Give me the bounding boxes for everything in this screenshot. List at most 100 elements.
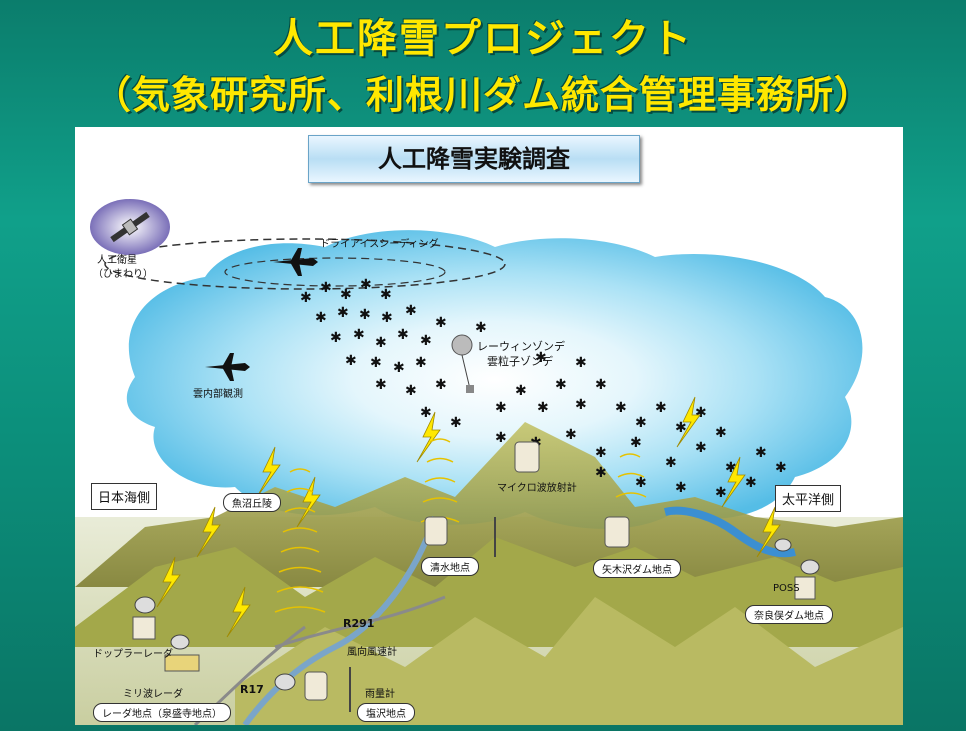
svg-text:✱: ✱ <box>595 445 607 461</box>
rain-gauge-label: 雨量計 <box>365 689 395 700</box>
svg-text:✱: ✱ <box>370 355 382 371</box>
svg-text:✱: ✱ <box>755 445 767 461</box>
svg-text:✱: ✱ <box>435 377 447 393</box>
svg-text:✱: ✱ <box>359 307 371 323</box>
svg-text:✱: ✱ <box>495 400 507 416</box>
title-bar: 人工降雪プロジェクト （気象研究所、利根川ダム統合管理事務所） <box>0 0 966 125</box>
radio-waves <box>274 438 647 613</box>
svg-text:✱: ✱ <box>393 360 405 376</box>
svg-text:✱: ✱ <box>775 460 787 476</box>
svg-text:✱: ✱ <box>595 465 607 481</box>
svg-text:✱: ✱ <box>330 330 342 346</box>
shiozawa-label: 塩沢地点 <box>357 703 415 722</box>
svg-text:✱: ✱ <box>595 377 607 393</box>
radar-dishes <box>134 538 820 691</box>
r291-label: R291 <box>343 617 375 630</box>
snowflakes: ✱✱✱✱ ✱✱✱✱ ✱✱✱✱ ✱✱✱✱ ✱✱✱✱ ✱✱✱✱ ✱✱✱✱ ✱✱✱✱ … <box>300 277 787 501</box>
cloud <box>126 230 863 529</box>
seeding-orbit-inner <box>224 257 446 287</box>
mountain-front <box>75 537 903 647</box>
slide-subtitle: （気象研究所、利根川ダム統合管理事務所） <box>92 73 873 117</box>
svg-text:✱: ✱ <box>405 383 417 399</box>
svg-text:✱: ✱ <box>515 383 527 399</box>
svg-text:✱: ✱ <box>420 405 432 421</box>
svg-text:✱: ✱ <box>380 287 392 303</box>
svg-text:✱: ✱ <box>300 290 312 306</box>
dry-ice-label: ドライアイスシーディング <box>320 239 439 250</box>
svg-text:✱: ✱ <box>555 377 567 393</box>
svg-text:✱: ✱ <box>337 305 349 321</box>
svg-text:✱: ✱ <box>575 397 587 413</box>
radar-site-label: レーダ地点（泉盛寺地点） <box>93 703 231 722</box>
satellite-sub-label: （ひまわり） <box>93 269 153 280</box>
cloud-observation-label: 雲内部観測 <box>193 389 243 400</box>
naramata-label: 奈良俣ダム地点 <box>745 605 833 624</box>
svg-text:✱: ✱ <box>315 310 327 326</box>
airplane-observation-icon <box>205 353 250 381</box>
mountain-low <box>235 597 903 725</box>
svg-text:✱: ✱ <box>565 427 577 443</box>
svg-text:✱: ✱ <box>375 335 387 351</box>
svg-text:✱: ✱ <box>675 420 687 436</box>
svg-text:✱: ✱ <box>360 277 372 293</box>
instrument-buildings <box>132 441 816 701</box>
satellite-label: 人工衛星 <box>97 255 137 266</box>
seeding-orbit <box>104 238 506 290</box>
svg-text:✱: ✱ <box>715 425 727 441</box>
cloud-particle-sonde-label: 雲粒子ゾンデ <box>487 355 553 368</box>
svg-text:✱: ✱ <box>495 430 507 446</box>
shimizu-label: 清水地点 <box>421 557 479 576</box>
svg-text:✱: ✱ <box>435 315 447 331</box>
yagisawa-label: 矢木沢ダム地点 <box>593 559 681 578</box>
mountain-back <box>75 422 903 587</box>
lightning-bolts <box>156 396 781 638</box>
svg-text:✱: ✱ <box>381 310 393 326</box>
svg-text:✱: ✱ <box>420 333 432 349</box>
diagram-panel: ✱✱✱✱ ✱✱✱✱ ✱✱✱✱ ✱✱✱✱ ✱✱✱✱ ✱✱✱✱ ✱✱✱✱ ✱✱✱✱ … <box>75 127 903 725</box>
microwave-radiometer-label: マイクロ波放射計 <box>497 483 577 494</box>
svg-text:✱: ✱ <box>320 280 332 296</box>
dam-lake <box>664 506 796 558</box>
svg-text:✱: ✱ <box>725 460 737 476</box>
svg-text:✱: ✱ <box>675 480 687 496</box>
svg-text:✱: ✱ <box>537 400 549 416</box>
svg-text:✱: ✱ <box>475 320 487 336</box>
milli-radar-label: ミリ波レーダ <box>123 689 183 700</box>
slide-title: 人工降雪プロジェクト <box>273 16 693 62</box>
airplane-seeding-icon <box>273 248 318 276</box>
svg-text:✱: ✱ <box>353 327 365 343</box>
svg-text:✱: ✱ <box>345 353 357 369</box>
poss-label: POSS <box>773 583 800 594</box>
svg-text:✱: ✱ <box>397 327 409 343</box>
svg-text:✱: ✱ <box>615 400 627 416</box>
sonde-balloon-icon <box>451 334 473 356</box>
svg-text:✱: ✱ <box>665 455 677 471</box>
svg-text:✱: ✱ <box>695 440 707 456</box>
svg-text:✱: ✱ <box>745 475 757 491</box>
japan-sea-side-label: 日本海側 <box>91 483 158 510</box>
uonuma-label: 魚沼丘陵 <box>223 493 281 512</box>
rawinsonde-label: レーウィンゾンデ <box>477 340 565 353</box>
svg-text:✱: ✱ <box>535 350 547 366</box>
svg-text:✱: ✱ <box>375 377 387 393</box>
pacific-side-label: 太平洋側 <box>775 485 842 512</box>
svg-text:✱: ✱ <box>655 400 667 416</box>
svg-text:✱: ✱ <box>695 405 707 421</box>
radar-truck <box>164 654 200 672</box>
svg-text:✱: ✱ <box>450 415 462 431</box>
satellite-icon <box>110 211 150 243</box>
svg-text:✱: ✱ <box>630 435 642 451</box>
doppler-radar-label: ドップラーレーダ <box>93 649 173 660</box>
svg-text:✱: ✱ <box>405 303 417 319</box>
r17-label: R17 <box>240 683 264 696</box>
river <box>242 516 438 725</box>
svg-text:✱: ✱ <box>340 287 352 303</box>
svg-text:✱: ✱ <box>635 415 647 431</box>
svg-text:✱: ✱ <box>635 475 647 491</box>
wind-gauge-label: 風向風速計 <box>347 647 397 658</box>
road-r291 <box>274 595 446 649</box>
svg-text:✱: ✱ <box>715 485 727 501</box>
svg-text:✱: ✱ <box>415 355 427 371</box>
sonde-box <box>466 385 474 393</box>
diagram-illustration: ✱✱✱✱ ✱✱✱✱ ✱✱✱✱ ✱✱✱✱ ✱✱✱✱ ✱✱✱✱ ✱✱✱✱ ✱✱✱✱ … <box>75 199 903 725</box>
